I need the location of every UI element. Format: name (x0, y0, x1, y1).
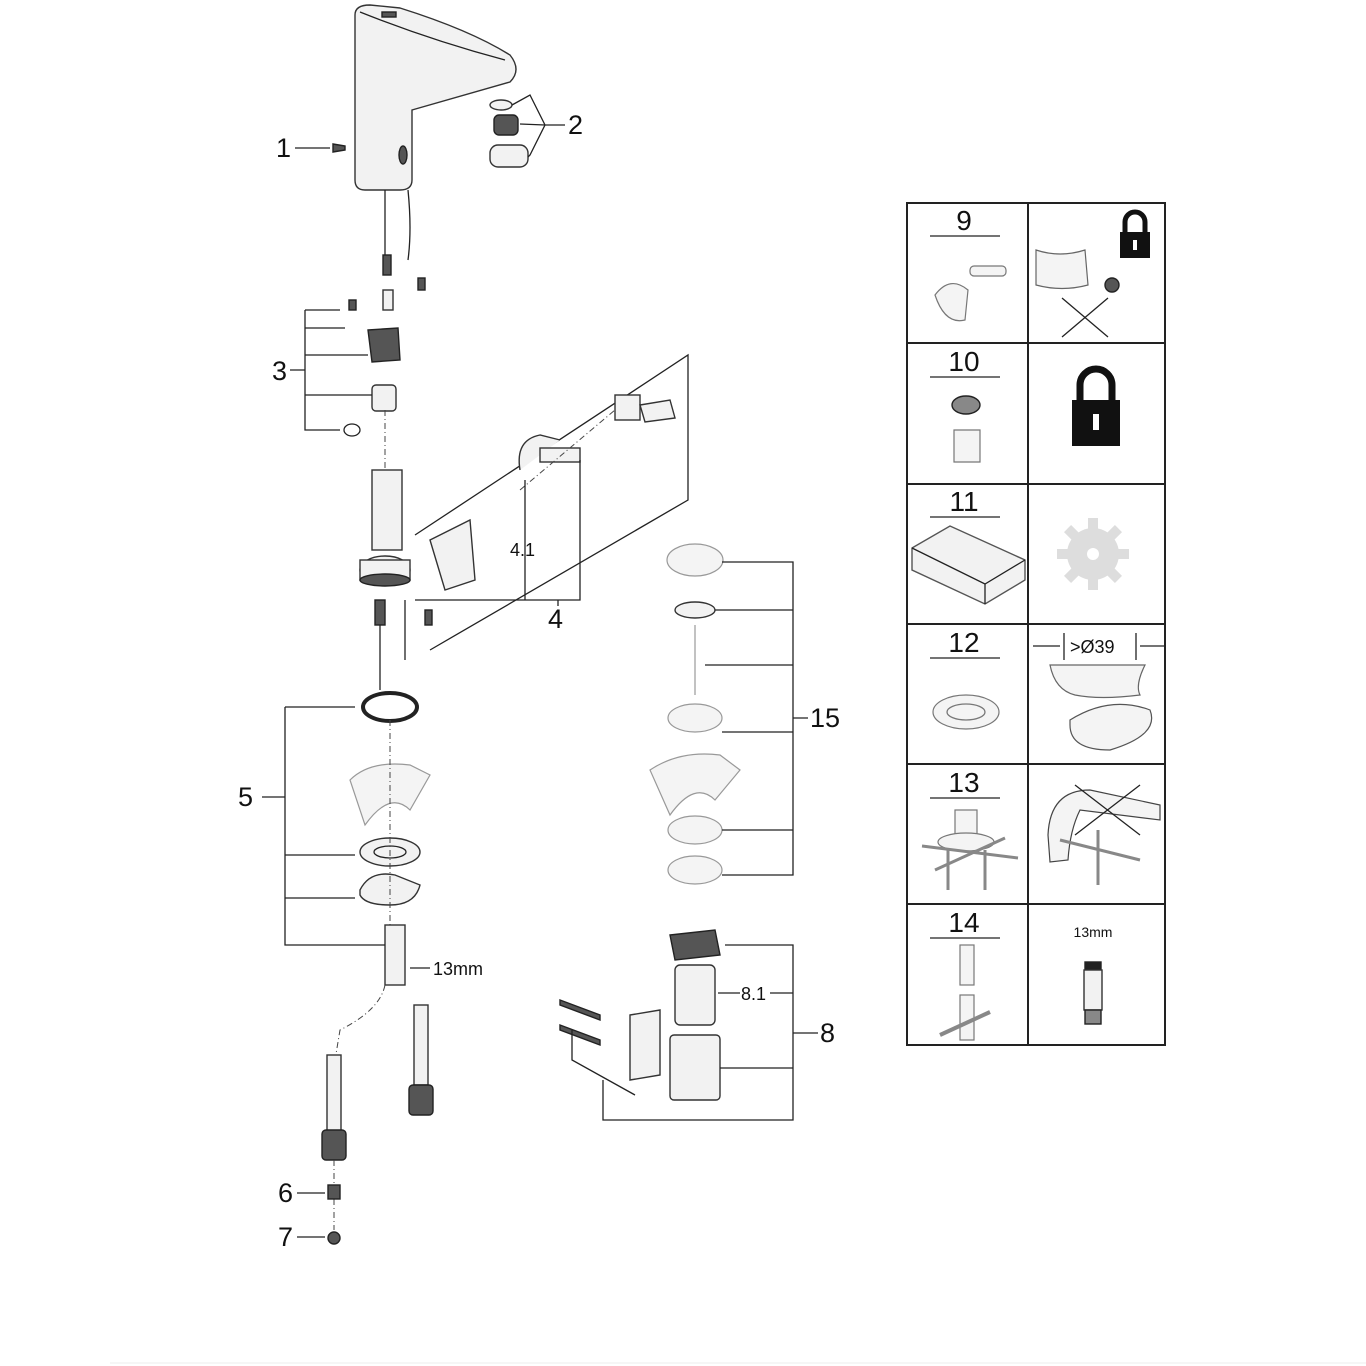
callout-6: 6 (278, 1178, 293, 1208)
accessory-row-13: 13 (921, 767, 1161, 890)
valve-body (359, 469, 476, 690)
faucet-body (354, 4, 517, 261)
part-5-mounting-set: 5 13mm (238, 691, 483, 986)
callout-13mm-wrench: 13mm (433, 959, 483, 979)
svg-text:14: 14 (948, 907, 979, 938)
part-15-waste-set: 15 (649, 543, 840, 885)
callout-8: 8 (820, 1018, 835, 1048)
accessory-row-12: 12 >Ø39 (930, 627, 1165, 751)
wrench-size-note: 13mm (1074, 924, 1113, 940)
lock-icon (1120, 209, 1150, 258)
part-1-screw: 1 (276, 133, 346, 163)
accessory-row-14: 14 13mm (930, 907, 1113, 1041)
callout-3: 3 (272, 356, 287, 386)
part-8-control-box: 8.1 8 (559, 929, 835, 1121)
callout-7: 7 (278, 1222, 293, 1252)
supply-hoses: 6 7 (278, 984, 434, 1252)
accessory-row-10: 10 (930, 346, 1120, 463)
callout-8-1: 8.1 (741, 984, 766, 1004)
part-2-aerator: 2 (489, 94, 583, 168)
svg-text:10: 10 (948, 346, 979, 377)
callout-2: 2 (568, 110, 583, 140)
accessory-row-11: 11 (911, 486, 1129, 605)
callout-1: 1 (276, 133, 291, 163)
part-4-lever-kit: 4.1 4 (414, 353, 689, 651)
lock-icon (1072, 365, 1120, 446)
gear-icon (1057, 518, 1129, 590)
svg-text:11: 11 (949, 486, 978, 517)
callout-5: 5 (238, 782, 253, 812)
svg-text:9: 9 (956, 205, 972, 236)
accessory-row-9: 9 (930, 205, 1150, 338)
accessory-table: 9 10 11 (906, 202, 1166, 1046)
callout-4: 4 (548, 604, 563, 634)
svg-text:13: 13 (948, 767, 979, 798)
size-note: >Ø39 (1070, 637, 1115, 657)
callout-4-1: 4.1 (510, 540, 535, 560)
part-3-valve-assembly: 3 (272, 254, 426, 470)
callout-15: 15 (810, 703, 840, 733)
svg-text:12: 12 (948, 627, 979, 658)
